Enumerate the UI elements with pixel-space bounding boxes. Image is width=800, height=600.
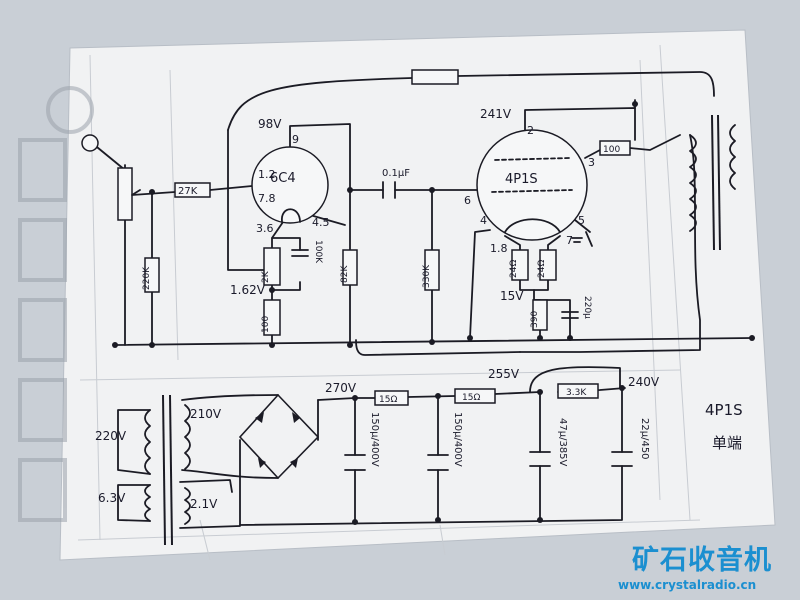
component-value: 100 [261,316,271,333]
resistor-3-3k [557,383,599,399]
tube-6c4-heater [281,208,301,223]
pin-label: 4 [480,214,487,227]
watermark-url: www.crystalradio.cn [618,578,757,592]
component-value: 24Ω [537,260,547,278]
component-value: 15Ω [462,393,480,403]
component-value: 0.1μF [382,168,410,179]
tube-4p1s-grids [491,157,573,233]
transformer-label: 210V [190,407,222,421]
resistor-390 [532,299,548,331]
component-value: 100 [603,145,620,155]
component-value: 27K [178,186,198,197]
watermark-brand: 矿石收音机 [632,545,772,576]
power-transformer [117,394,191,546]
voltage-label: 240V [628,375,660,389]
resistor-24-a [511,249,529,281]
junction-dots [112,101,755,525]
component-value: 220K [142,266,152,290]
resistor-15-a [374,390,409,406]
tube-label-6c4: 6C4 [270,171,296,186]
component-value: 22μ/450 [639,418,650,460]
resistor-82k [342,249,358,286]
pin-label: 3.6 [256,222,274,235]
component-value: 24Ω [509,260,519,278]
input-jack [81,134,99,152]
resistor-15-b [454,388,496,404]
cathode-bypass-capacitor-6c4 [291,249,309,257]
resistor-27k [174,182,211,198]
resistor-220k [144,257,160,293]
component-value: 150μ/400V [452,412,463,467]
voltage-label: 270V [325,381,357,395]
pin-label: 9 [292,133,299,146]
component-value: 100K [313,240,323,264]
volume-potentiometer [117,167,133,221]
resistor-24-b [539,249,557,281]
resistor-330k [424,249,440,291]
transformer-label: 6.3V [98,491,126,505]
pin-label: 7.8 [258,192,276,205]
component-value: 390 [530,311,540,328]
resistor-2k [263,247,281,286]
pin-label: 1.8 [490,242,508,255]
component-value: 47μ/385V [557,418,568,467]
rectifier-diodes [255,412,300,468]
voltage-label: 15V [500,289,524,303]
output-transformer [689,114,736,251]
voltage-label: 98V [258,117,282,131]
pin-label: 3 [588,156,595,169]
voltage-label: 241V [480,107,512,121]
voltage-label: 1.62V [230,283,266,297]
note-single-ended: 单端 [712,434,742,452]
pin-label: 7 [566,234,573,247]
resistor-100-screen [599,140,631,156]
component-value: 82K [340,265,350,283]
voltage-label: 255V [488,367,520,381]
cathode-bypass-capacitor-4p1s [561,311,579,319]
pin-label: 6 [464,194,471,207]
pot-wiper-arrow [131,189,141,196]
filter-capacitors [344,451,633,471]
pin-label: 4.5 [312,216,330,229]
transformer-label: 2.1V [190,497,218,511]
component-value: 15Ω [379,395,397,405]
form-lines [77,44,701,561]
tube-label-4p1s: 4P1S [505,172,538,187]
transformer-label: 220V [95,429,127,443]
wiring [91,71,753,529]
pin-label: 1.2 [258,168,276,181]
feedback-resistor [411,69,459,85]
pin-label: 2 [527,124,534,137]
paper-sheet [59,29,776,561]
resistor-100 [263,299,281,336]
pin-label: 5 [578,214,585,227]
tube-6c4 [251,146,329,224]
left-stamp-marks [18,86,94,522]
component-value: 220μ [582,296,592,319]
component-value: 3.3K [566,388,587,398]
coupling-capacitor [382,181,396,199]
component-value: 2K [261,270,271,283]
component-value: 150μ/400V [369,412,380,467]
bridge-rectifier [238,393,320,480]
note-tube-type: 4P1S [705,401,743,419]
ground-symbols [571,231,593,247]
component-value: 330K [422,264,432,288]
